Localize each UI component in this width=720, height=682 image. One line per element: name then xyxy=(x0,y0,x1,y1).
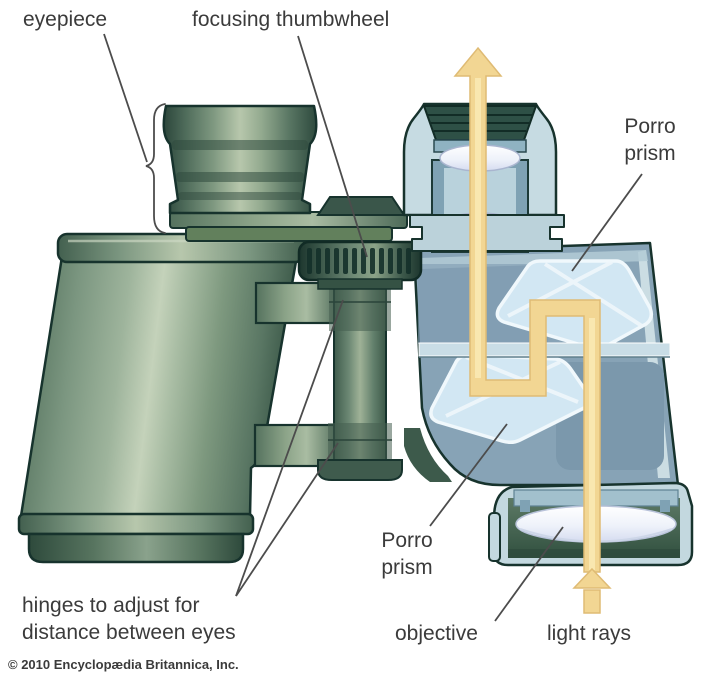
leader-porro-prism-lower xyxy=(429,423,508,527)
eyepiece-brace xyxy=(145,103,166,234)
hinge-column xyxy=(169,196,423,481)
leader-hinge-lower xyxy=(235,442,339,597)
left-objective-rim xyxy=(17,512,255,536)
label-porro-prism-lower-line1: Porro xyxy=(381,529,433,552)
light-ray-core xyxy=(475,78,481,378)
leader-eyepiece xyxy=(103,33,148,163)
left-objective-foot xyxy=(27,532,245,564)
light-ray-entry-tail xyxy=(583,589,601,614)
eyecup-groove xyxy=(176,172,304,182)
eyecup-groove xyxy=(178,192,302,200)
prism-fold-lines-upper xyxy=(507,260,644,328)
eyepiece-flange xyxy=(409,214,565,252)
thumbwheel-collar xyxy=(317,278,403,290)
label-hinges-line2: distance between eyes xyxy=(22,621,236,644)
light-ray-entry-arrowhead xyxy=(572,567,612,589)
thumbwheel-ribs xyxy=(307,248,411,274)
label-porro-prism-upper: Porro prism xyxy=(616,113,684,167)
label-hinges: hinges to adjust for distance between ey… xyxy=(22,592,236,646)
leader-focusing-thumbwheel xyxy=(297,35,368,258)
annotation-lines xyxy=(103,33,643,622)
leader-objective xyxy=(494,526,564,622)
hinge-knuckle-upper xyxy=(329,287,391,331)
eyecup-body xyxy=(162,104,318,215)
copyright-notice: © 2010 Encyclopædia Britannica, Inc. xyxy=(8,657,239,672)
hinge-second-plate xyxy=(185,226,393,242)
objective-clip-left xyxy=(520,500,530,512)
label-focusing-thumbwheel: focusing thumbwheel xyxy=(192,8,390,31)
label-hinges-line1: hinges to adjust for xyxy=(22,594,200,617)
hinge-lugs xyxy=(253,281,343,468)
objective-left-ledge xyxy=(488,512,501,562)
objective-clip-right xyxy=(660,500,670,512)
label-porro-prism-upper-line1: Porro xyxy=(624,115,676,138)
label-porro-prism-upper-line2: prism xyxy=(624,142,676,165)
light-ray-path xyxy=(453,46,612,614)
leader-hinge-upper xyxy=(235,299,344,597)
left-barrel xyxy=(17,232,306,564)
column-base xyxy=(317,459,403,481)
label-porro-prism-lower-line2: prism xyxy=(381,556,433,579)
label-light-rays: light rays xyxy=(547,622,632,645)
label-porro-prism-lower: Porro prism xyxy=(373,527,441,581)
light-ray-core xyxy=(589,318,595,570)
left-eyepiece xyxy=(162,104,318,215)
label-objective: objective xyxy=(395,622,478,645)
focusing-thumbwheel xyxy=(297,240,423,290)
housing-exterior-wedge xyxy=(404,428,452,482)
column-cap xyxy=(316,196,406,216)
label-eyepiece: eyepiece xyxy=(23,8,108,31)
leader-porro-prism-upper xyxy=(571,173,643,272)
eyecup-groove xyxy=(172,140,308,150)
